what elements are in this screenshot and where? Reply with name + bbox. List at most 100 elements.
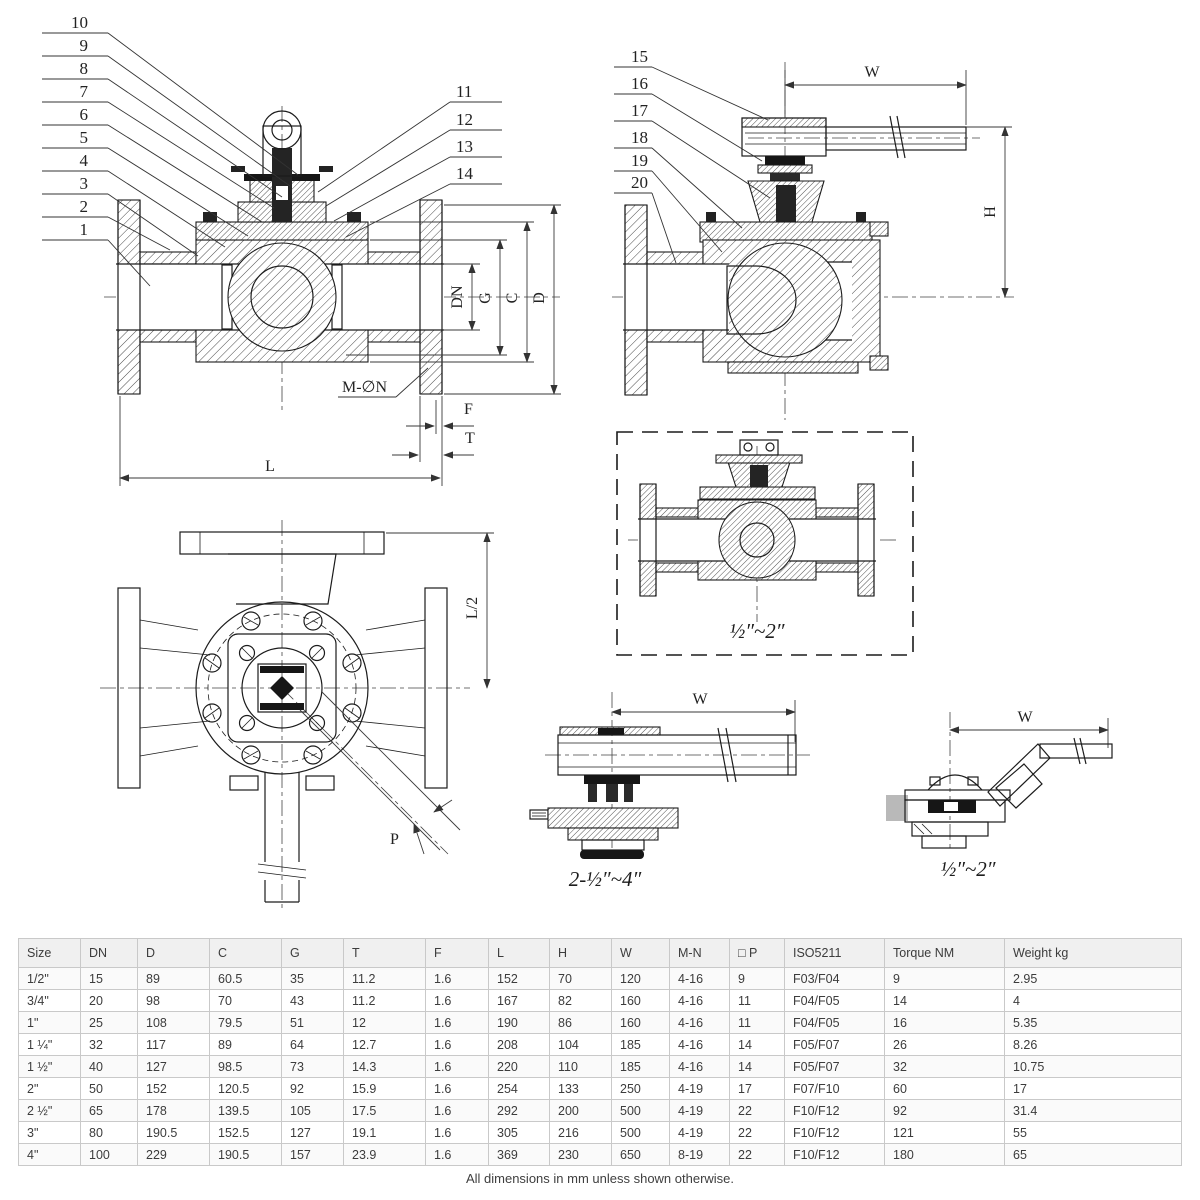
stem-square [257, 663, 307, 713]
column-header: L [488, 938, 550, 968]
table-cell: F10/F12 [784, 1121, 885, 1144]
handle-top-view-large: W 2-½″~4″ [529, 691, 810, 891]
table-cell: 4-16 [669, 1033, 730, 1056]
table-cell: 110 [549, 1055, 612, 1078]
table-cell: 1.6 [425, 1121, 489, 1144]
table-cell: 369 [488, 1143, 550, 1166]
table-cell: 121 [884, 1121, 1005, 1144]
table-cell: 650 [611, 1143, 670, 1166]
callout-19: 19 [631, 151, 648, 170]
ball-bore [250, 265, 314, 329]
front-callouts-right: 11 12 13 14 [317, 82, 502, 238]
callout-14: 14 [456, 164, 474, 183]
table-cell: 190.5 [137, 1121, 210, 1144]
callout-15: 15 [631, 47, 648, 66]
inset-border [616, 431, 914, 656]
table-cell: 9 [729, 967, 785, 990]
table-cell: 31.4 [1004, 1099, 1182, 1122]
table-cell: 89 [209, 1033, 282, 1056]
table-cell: 17 [1004, 1077, 1182, 1100]
ball [227, 242, 337, 352]
side-section-view: W H 15 16 17 18 19 20 [612, 47, 1014, 420]
table-cell: 120.5 [209, 1077, 282, 1100]
table-cell: 92 [884, 1099, 1005, 1122]
column-header: M-N [669, 938, 730, 968]
column-header: Torque NM [884, 938, 1005, 968]
table-cell: F04/F05 [784, 989, 885, 1012]
table-cell: 216 [549, 1121, 612, 1144]
front-callouts-left: 10 9 8 7 6 5 4 3 2 1 [42, 13, 299, 287]
side-mounting-pad [699, 221, 873, 243]
table-cell: F07/F10 [784, 1077, 885, 1100]
table-cell: 4-19 [669, 1121, 730, 1144]
table-cell: 108 [137, 1011, 210, 1034]
table-cell: 60 [884, 1077, 1005, 1100]
valve-drawing-sheet: 10 9 8 7 6 5 4 3 2 1 11 12 13 [42, 13, 1113, 912]
drawing-canvas: 10 9 8 7 6 5 4 3 2 1 11 12 13 [42, 13, 1113, 912]
table-cell: 139.5 [209, 1099, 282, 1122]
column-header: D [137, 938, 210, 968]
table-cell: 185 [611, 1055, 670, 1078]
table-cell: 35 [281, 967, 344, 990]
callout-8: 8 [80, 59, 89, 78]
table-cell: 22 [729, 1121, 785, 1144]
table-cell: 8-19 [669, 1143, 730, 1166]
table-cell: 14 [884, 989, 1005, 1012]
dim-label-g: G [477, 292, 494, 304]
dim-label-t: T [465, 430, 475, 447]
column-header: W [611, 938, 670, 968]
table-cell: 254 [488, 1077, 550, 1100]
callout-5: 5 [80, 128, 89, 147]
table-cell: 160 [611, 989, 670, 1012]
table-cell: 5.35 [1004, 1011, 1182, 1034]
wrench-mount-flange [547, 807, 679, 829]
table-cell: 11.2 [343, 967, 426, 990]
table-cell: F05/F07 [784, 1055, 885, 1078]
callout-1: 1 [80, 220, 89, 239]
table-cell: F10/F12 [784, 1099, 885, 1122]
table-cell: 11 [729, 989, 785, 1012]
table-cell: 104 [549, 1033, 612, 1056]
dim-label-l2: L/2 [464, 597, 481, 619]
flange-screws [202, 611, 362, 765]
table-cell: F05/F07 [784, 1033, 885, 1056]
table-cell: 64 [281, 1033, 344, 1056]
table-cell: 208 [488, 1033, 550, 1056]
top-plan-view: L/2 P [100, 520, 494, 912]
table-cell: 22 [729, 1099, 785, 1122]
table-cell: 4 [1004, 989, 1182, 1012]
stem-tip [270, 676, 294, 700]
table-cell: 200 [549, 1099, 612, 1122]
table-cell: 4-19 [669, 1099, 730, 1122]
table-cell: 152.5 [209, 1121, 282, 1144]
table-cell: 220 [488, 1055, 550, 1078]
table-cell: 89 [137, 967, 210, 990]
callout-18: 18 [631, 128, 648, 147]
table-cell: 250 [611, 1077, 670, 1100]
table-cell: 117 [137, 1033, 210, 1056]
table-cell: F10/F12 [784, 1143, 885, 1166]
table-cell: 51 [281, 1011, 344, 1034]
table-cell: 4-19 [669, 1077, 730, 1100]
callout-12: 12 [456, 110, 473, 129]
table-cell: 4-16 [669, 989, 730, 1012]
dim-label-h: H [982, 206, 999, 218]
table-cell: 133 [549, 1077, 612, 1100]
column-header: T [343, 938, 426, 968]
table-cell: 11 [729, 1011, 785, 1034]
callout-2: 2 [80, 197, 89, 216]
table-cell: 4-16 [669, 1011, 730, 1034]
table-cell: 4-16 [669, 967, 730, 990]
callout-6: 6 [80, 105, 89, 124]
table-cell: 15.9 [343, 1077, 426, 1100]
table-cell: 65 [1004, 1143, 1182, 1166]
table-cell: 16 [884, 1011, 1005, 1034]
table-cell: 14.3 [343, 1055, 426, 1078]
table-cell: 8.26 [1004, 1033, 1182, 1056]
